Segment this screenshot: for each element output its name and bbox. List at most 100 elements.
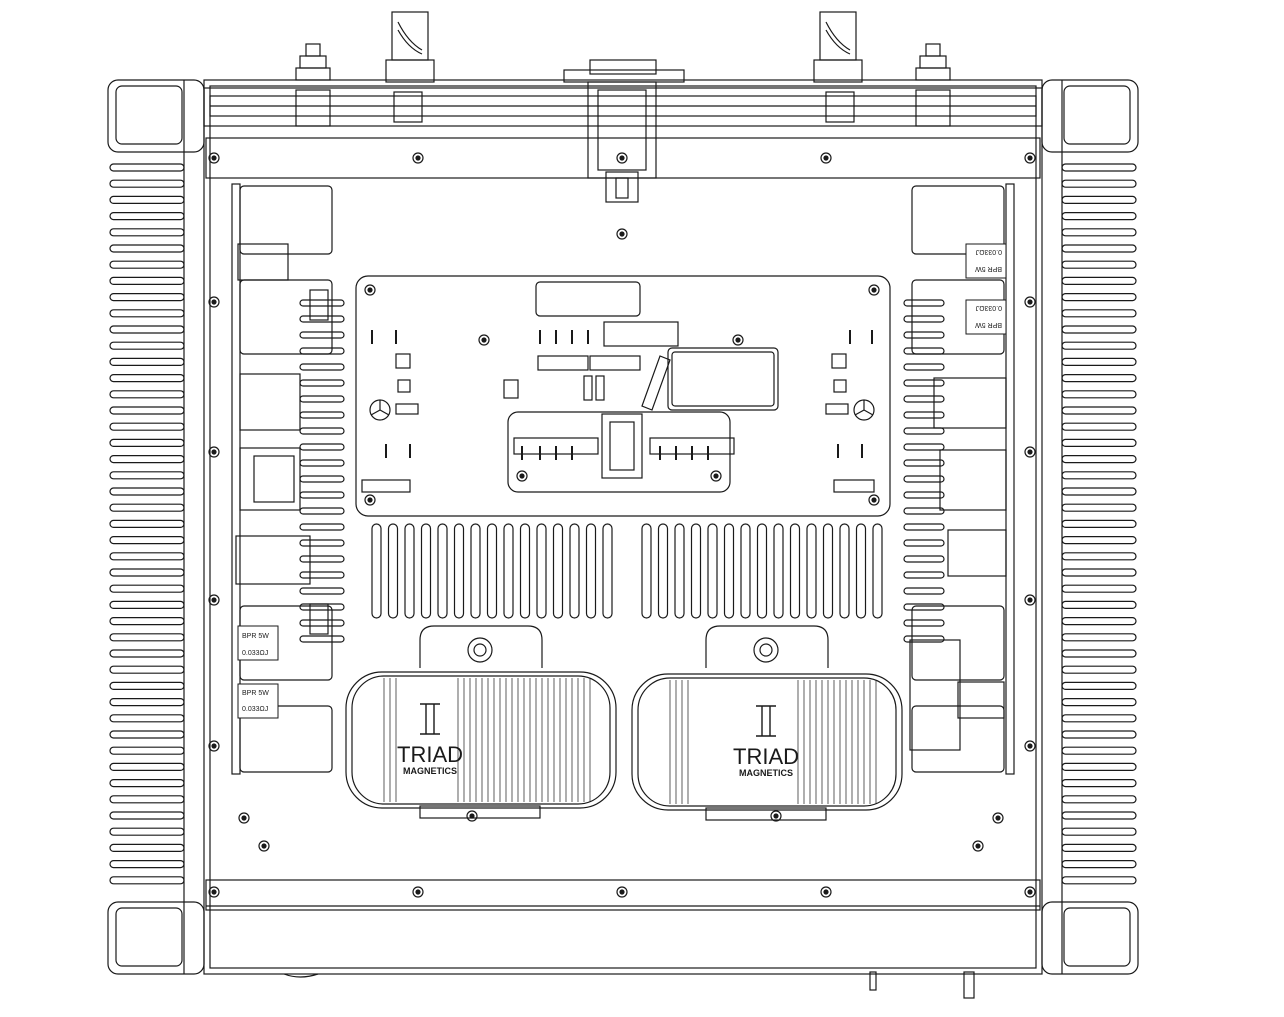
resistor-label-left-1: BPR 5W 0.033ΩJ (237, 625, 279, 661)
heatsink-fin (109, 778, 185, 788)
heatsink-slot (903, 619, 945, 627)
ventilation-slots (371, 523, 883, 619)
heatsink-fin (109, 503, 185, 512)
heatsink-fin (109, 633, 185, 642)
pcb-component-pins (371, 330, 873, 460)
heatsink-fin (1061, 552, 1137, 561)
resistor-value: 0.033ΩJ (242, 650, 268, 657)
heatsink-slot (299, 555, 345, 563)
screw (208, 594, 220, 606)
screw (1024, 886, 1036, 898)
vent-slot (585, 523, 597, 619)
heatsink-slot (903, 395, 945, 403)
heatsink-fin (1061, 811, 1137, 820)
heatsink-fin (109, 163, 185, 172)
heatsink-fin (1061, 584, 1137, 593)
resistor-rating: BPR 5W (975, 321, 1002, 328)
heatsink-fin (109, 600, 185, 610)
vent-slot (470, 523, 481, 619)
heatsink-fin (109, 179, 185, 188)
screw (820, 152, 832, 164)
heatsink-fin (1061, 714, 1137, 723)
resistor-rating: BPR 5W (242, 633, 269, 640)
heatsink-slot (903, 539, 945, 547)
heatsink-fin (1061, 827, 1137, 836)
heatsink-fin (1061, 778, 1137, 788)
heatsink-slot (299, 571, 345, 579)
screw (616, 152, 628, 164)
heatsink-slot (903, 523, 945, 531)
rca-jack-left (295, 43, 331, 81)
screw (364, 284, 376, 296)
heatsink-slot (903, 363, 945, 371)
vent-slot (420, 523, 432, 619)
vent-slot (839, 523, 850, 619)
heatsink-slot (299, 603, 345, 611)
heatsink-fin (109, 552, 185, 561)
screw (616, 228, 628, 240)
transformer-brand: TRIAD (397, 742, 463, 767)
vent-slot (641, 523, 652, 619)
screw (972, 840, 984, 852)
vent-slot (690, 523, 702, 619)
heatsink-fin (109, 422, 185, 431)
screw (412, 152, 424, 164)
vent-slot (773, 523, 784, 619)
heatsink-slot (903, 331, 945, 339)
screw (710, 470, 722, 482)
heatsink-fin (109, 406, 185, 415)
resistor-rating: BPR 5W (975, 265, 1002, 272)
resistor-value: 0.033ΩJ (976, 248, 1002, 255)
heatsink-fin (109, 568, 185, 577)
heatsink-slot (903, 459, 945, 467)
heatsink-slots-left (299, 299, 345, 643)
screw (868, 284, 880, 296)
heatsink-slot (903, 587, 945, 595)
heatsink-fin (1061, 633, 1137, 642)
heatsink-fin (1061, 374, 1137, 383)
heatsink-fin (1061, 276, 1137, 285)
vent-slot (723, 523, 735, 619)
vent-slot (552, 523, 564, 619)
transformer-brand: TRIAD (733, 744, 799, 769)
amp-module-left (231, 183, 345, 775)
screw (208, 446, 220, 458)
vent-slot (404, 523, 415, 619)
vent-slot (756, 523, 768, 619)
heatsink-slot (903, 603, 945, 611)
screw (616, 886, 628, 898)
iec-power-inlet (563, 59, 685, 203)
heatsink-fin (1061, 487, 1137, 496)
heatsink-fin (1061, 212, 1137, 221)
screw (868, 494, 880, 506)
heatsink-slot (903, 475, 945, 483)
vent-slot (453, 523, 465, 619)
vent-slot (740, 523, 751, 619)
heatsink-fins-right (1061, 163, 1137, 885)
heatsink-fin (109, 795, 185, 804)
heatsink-slot (299, 411, 345, 419)
heatsink-fin (1061, 179, 1137, 188)
screw (258, 840, 270, 852)
heatsink-fin (1061, 600, 1137, 610)
vent-slot (789, 523, 801, 619)
screw (466, 810, 478, 822)
heatsink-slot (299, 491, 345, 499)
heatsink-fin (1061, 697, 1137, 707)
screw (732, 334, 744, 346)
vent-slot (371, 523, 382, 619)
heatsink-fin (109, 195, 185, 204)
heatsink-fins-left (109, 163, 185, 885)
screw (516, 470, 528, 482)
heatsink-fin (109, 843, 185, 853)
resistor-label-left-2: BPR 5W 0.033ΩJ (237, 683, 279, 719)
corner-feet (107, 79, 1139, 975)
heatsink-slot (903, 347, 945, 355)
heatsink-fin (109, 519, 185, 529)
resistor-rating: BPR 5W (242, 690, 269, 697)
heatsink-fin (1061, 649, 1137, 658)
heatsink-slot (299, 395, 345, 403)
vent-slot (806, 523, 817, 619)
heatsink-fin (1061, 438, 1137, 447)
heatsink-fin (109, 341, 185, 350)
